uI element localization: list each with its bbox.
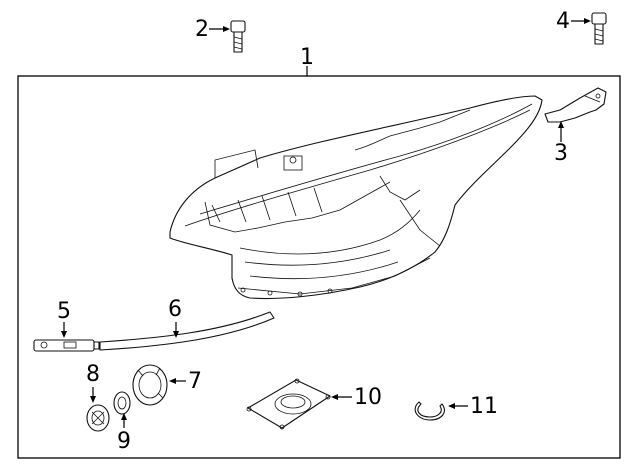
arrowhead-icon bbox=[173, 331, 179, 338]
callout-6: 6 bbox=[168, 297, 182, 322]
arrowhead-icon bbox=[61, 331, 67, 338]
socket-cap-icon bbox=[132, 364, 168, 406]
callout-2: 2 bbox=[195, 17, 209, 42]
callout-7: 7 bbox=[188, 369, 202, 394]
callout-3: 3 bbox=[554, 141, 568, 166]
callout-9: 9 bbox=[117, 429, 131, 454]
arrowhead-icon bbox=[584, 18, 591, 24]
arrowhead-icon bbox=[223, 26, 230, 32]
arrowhead-icon bbox=[448, 403, 455, 409]
callout-4: 4 bbox=[556, 9, 570, 34]
arrowhead-icon bbox=[558, 121, 564, 128]
bolt-icon bbox=[230, 20, 246, 53]
seal-cap-icon bbox=[113, 391, 131, 415]
callout-10: 10 bbox=[354, 385, 382, 410]
callout-5: 5 bbox=[57, 299, 71, 324]
callout-1: 1 bbox=[300, 45, 314, 70]
arrowhead-icon bbox=[331, 394, 338, 400]
headlamp-assembly bbox=[169, 95, 543, 300]
grommet-icon bbox=[86, 404, 110, 432]
clip-icon bbox=[414, 401, 445, 421]
arrowhead-icon bbox=[169, 378, 176, 384]
trim-strip-icon bbox=[99, 311, 275, 351]
arrowhead-icon bbox=[121, 413, 127, 420]
ballast-icon bbox=[246, 378, 331, 430]
arrowhead-icon bbox=[90, 396, 96, 403]
assembly-frame bbox=[17, 75, 621, 459]
callout-11: 11 bbox=[470, 394, 498, 419]
bracket-icon bbox=[544, 87, 607, 123]
module-icon bbox=[33, 339, 100, 352]
callout-8: 8 bbox=[86, 362, 100, 387]
bolt-icon bbox=[591, 12, 607, 45]
